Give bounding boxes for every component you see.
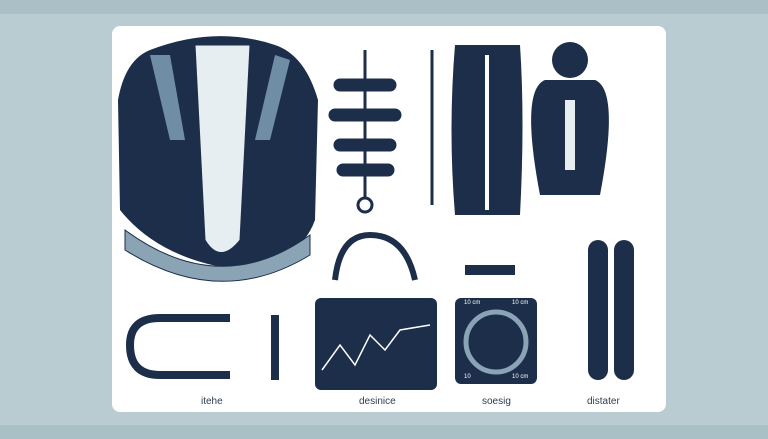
man-back [531, 42, 609, 195]
clamp [125, 314, 279, 380]
top-band [0, 0, 768, 14]
dial-label-bl: 10 [464, 374, 471, 380]
posture-vest [118, 36, 318, 282]
dial-label-br: 10 cm [512, 374, 529, 380]
label-2: desinice [355, 396, 400, 407]
dial-label-tr: 10 cm [512, 300, 529, 306]
back-brace [451, 45, 523, 215]
label-3: soesig [478, 396, 515, 407]
spine-device [328, 50, 434, 214]
label-4: distater [583, 396, 624, 407]
chart-panel [315, 298, 437, 390]
bottom-band [0, 425, 768, 439]
label-1: itehe [197, 396, 227, 407]
dial-label-tl: 10 cm [464, 300, 481, 306]
exerciser [332, 231, 515, 281]
dial-panel [455, 298, 537, 384]
distractor [588, 240, 634, 380]
